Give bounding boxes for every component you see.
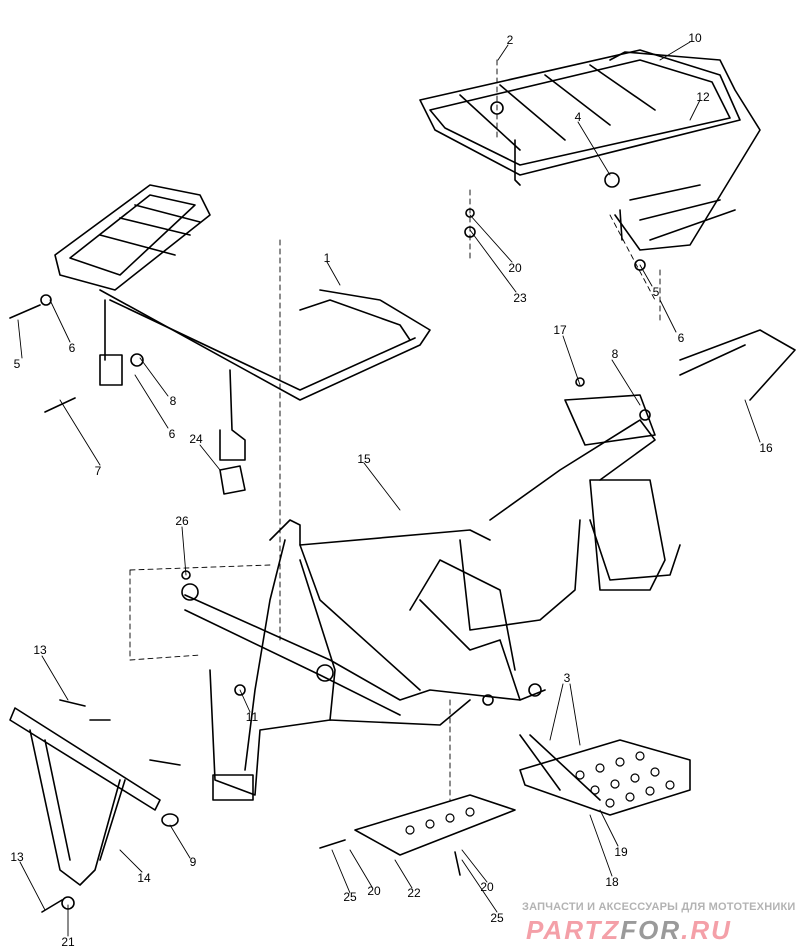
callout-1: 1 [323, 251, 331, 265]
callout-23: 23 [513, 291, 527, 305]
callout-15: 15 [357, 452, 371, 466]
callout-11: 11 [245, 710, 259, 724]
callout-5: 5 [13, 357, 21, 371]
front-bumper [9, 707, 181, 886]
callout-26: 26 [175, 514, 189, 528]
callout-20: 20 [367, 884, 381, 898]
callout-12: 12 [696, 90, 710, 104]
callout-8: 8 [169, 394, 177, 408]
callout-19: 19 [614, 845, 628, 859]
watermark-logo: PARTZFOR.RU [526, 917, 732, 943]
callout-17: 17 [553, 323, 567, 337]
callout-6: 6 [677, 331, 685, 345]
callout-24: 24 [189, 432, 203, 446]
rear-rack [419, 49, 761, 251]
logo-part-ru: .RU [681, 915, 732, 945]
callout-9: 9 [189, 855, 197, 869]
front-rack [54, 184, 431, 495]
callout-4: 4 [574, 110, 582, 124]
callout-13: 13 [33, 643, 47, 657]
callout-22: 22 [407, 886, 421, 900]
callout-2: 2 [506, 33, 514, 47]
callout-5: 5 [652, 285, 660, 299]
callout-21: 21 [61, 935, 75, 949]
callout-20: 20 [508, 261, 522, 275]
callout-25: 25 [490, 911, 504, 925]
callout-16: 16 [759, 441, 773, 455]
callout-25: 25 [343, 890, 357, 904]
callout-13: 13 [10, 850, 24, 864]
callout-7: 7 [94, 464, 102, 478]
footrests [354, 734, 691, 856]
callout-3: 3 [563, 671, 571, 685]
logo-part-for: FOR [620, 915, 682, 945]
leader-lines [17, 41, 761, 937]
callout-6: 6 [168, 427, 176, 441]
callout-6: 6 [68, 341, 76, 355]
callout-10: 10 [688, 31, 702, 45]
fasteners [9, 101, 796, 913]
logo-part-partz: PARTZ [526, 915, 621, 945]
callout-20: 20 [480, 880, 494, 894]
callout-18: 18 [605, 875, 619, 889]
callout-8: 8 [611, 347, 619, 361]
main-frame [181, 394, 681, 801]
callout-14: 14 [137, 871, 151, 885]
watermark-tagline: ЗАПЧАСТИ И АКСЕССУАРЫ ДЛЯ МОТОТЕХНИКИ [522, 901, 796, 913]
